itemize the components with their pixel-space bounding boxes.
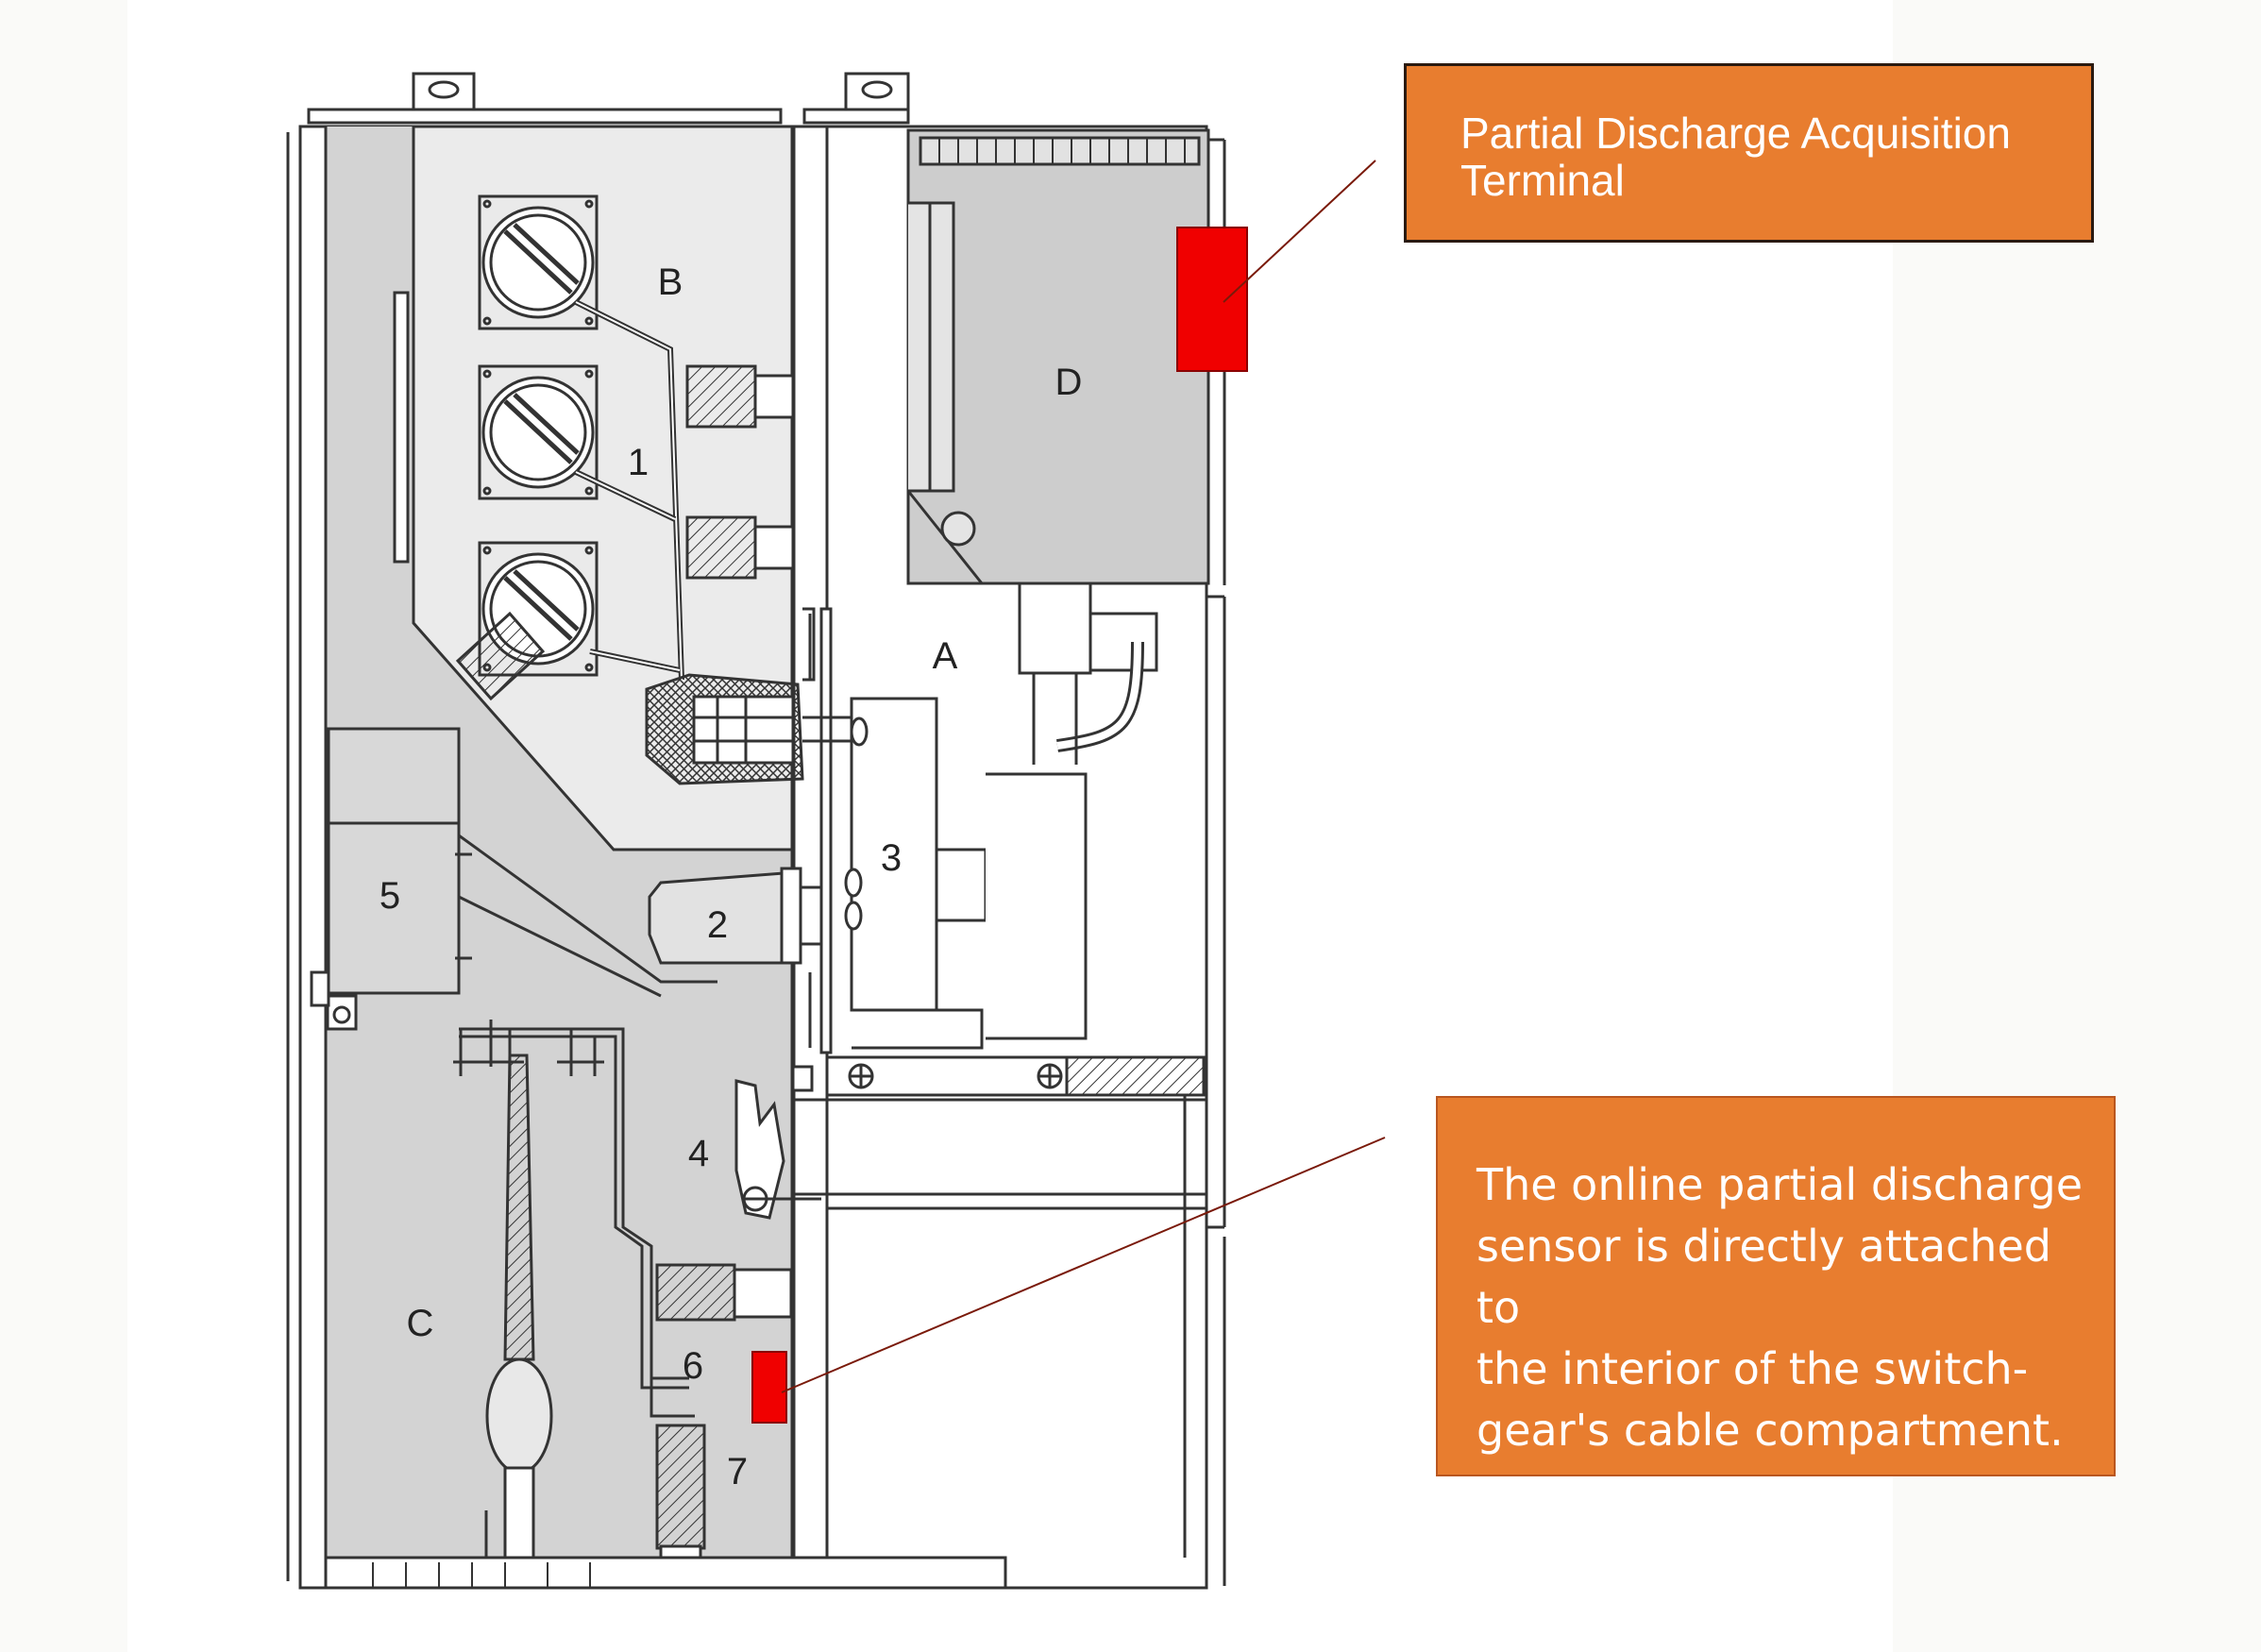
label-component-6: 6 (683, 1345, 703, 1387)
label-compartment-a: A (933, 635, 958, 677)
compartment-d (906, 128, 1210, 585)
callout-line: The online partial discharge (1476, 1159, 2084, 1210)
busbar-bushing-2 (478, 364, 599, 500)
label-compartment-c: C (407, 1303, 434, 1344)
component-5-block (327, 727, 461, 995)
pd-sensor-callout: The online partial discharge sensor is d… (1436, 1096, 2116, 1476)
sensor-leader-line (781, 1137, 1386, 1393)
busbar-bushing-1 (478, 194, 599, 330)
callout-line: Terminal (1460, 156, 1625, 205)
acquisition-terminal-callout: Partial Discharge Acquisition Terminal (1404, 63, 2094, 243)
acquisition-terminal-marker (1176, 227, 1248, 372)
lifting-lug-right (844, 72, 910, 111)
earthing-switch (484, 1054, 553, 1586)
top-rail-left (307, 108, 783, 125)
label-component-3: 3 (881, 837, 902, 879)
label-component-5: 5 (380, 875, 400, 917)
component-2-contact (648, 867, 863, 965)
top-rail-right (802, 108, 910, 125)
callout-line: the interior of the switch- (1476, 1343, 2029, 1394)
compartment-c-fill (326, 126, 793, 1558)
callout-line: Partial Discharge Acquisition (1460, 109, 2011, 158)
callout-line: sensor is directly attached to (1476, 1221, 2051, 1333)
shaft-spring (1065, 1055, 1206, 1097)
bushing-bellows (455, 611, 546, 701)
main-contact (645, 673, 804, 785)
label-compartment-d: D (1055, 362, 1083, 403)
terminal-leader-line (1223, 160, 1376, 303)
label-component-7: 7 (727, 1451, 748, 1492)
lifting-lug-left (412, 72, 476, 111)
label-component-1: 1 (628, 442, 649, 483)
pd-sensor-marker (751, 1351, 787, 1424)
spring-contact-lower (655, 1263, 793, 1322)
callout-line: gear's cable compartment. (1476, 1405, 2064, 1456)
component-4-link (734, 1079, 821, 1220)
label-component-2: 2 (707, 904, 728, 946)
bottom-plate (324, 1556, 1007, 1590)
spring-contact-upper (685, 364, 795, 429)
breaker-truck (850, 697, 938, 1012)
component-7-spring (655, 1424, 706, 1561)
spring-contact-middle (685, 515, 795, 580)
label-component-4: 4 (688, 1133, 709, 1174)
label-compartment-b: B (658, 261, 683, 303)
